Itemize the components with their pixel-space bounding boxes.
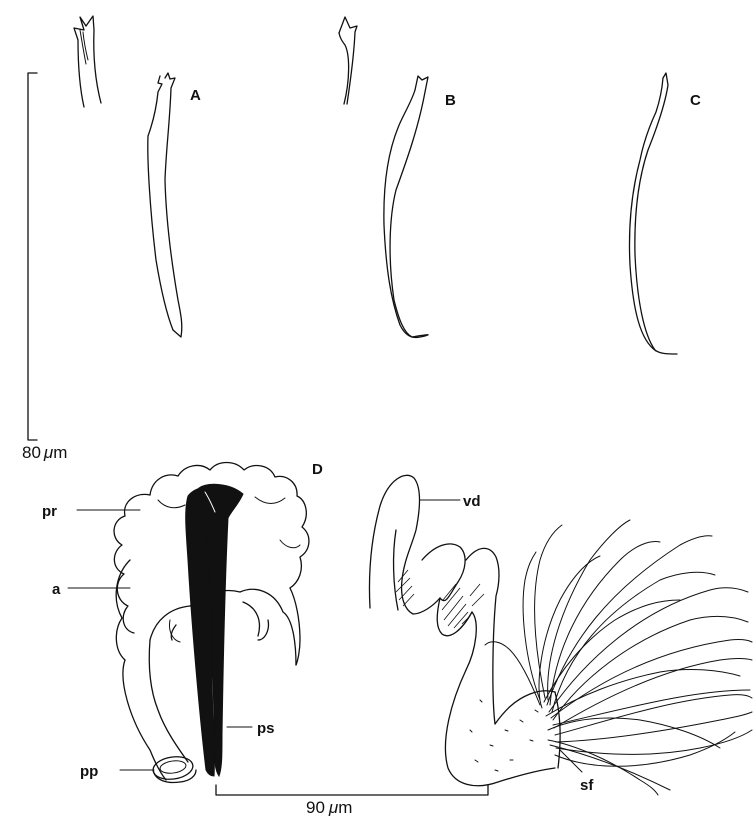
panel-c-label: C <box>690 92 701 109</box>
panel-b-chaeta <box>384 76 428 338</box>
label-ps: ps <box>227 720 275 737</box>
panel-d-label: D <box>312 461 323 478</box>
label-vd: vd <box>420 493 481 510</box>
panel-a-chaeta <box>148 73 182 337</box>
penial-setae <box>186 484 243 776</box>
vas-deferens-structure <box>369 475 499 724</box>
label-vd-text: vd <box>463 493 481 510</box>
label-ps-text: ps <box>257 720 275 737</box>
panel-c-chaeta <box>629 73 677 354</box>
horizontal-scale-value: 90 <box>306 798 325 816</box>
panel-a-detail-tip <box>74 16 101 107</box>
label-pr-text: pr <box>42 503 57 520</box>
panel-a-label: A <box>190 87 201 104</box>
label-sf-text: sf <box>580 777 594 794</box>
horizontal-scale-unit: m <box>338 798 352 816</box>
label-pp: pp <box>80 763 154 780</box>
panel-b-label: B <box>445 92 456 109</box>
label-a-text: a <box>52 581 61 598</box>
vertical-scale-value: 80 <box>22 443 41 462</box>
vertical-scale-unit: m <box>53 443 67 462</box>
panel-b-detail-tip <box>339 17 357 104</box>
sperm-filaments <box>485 520 752 795</box>
label-pp-text: pp <box>80 763 98 780</box>
